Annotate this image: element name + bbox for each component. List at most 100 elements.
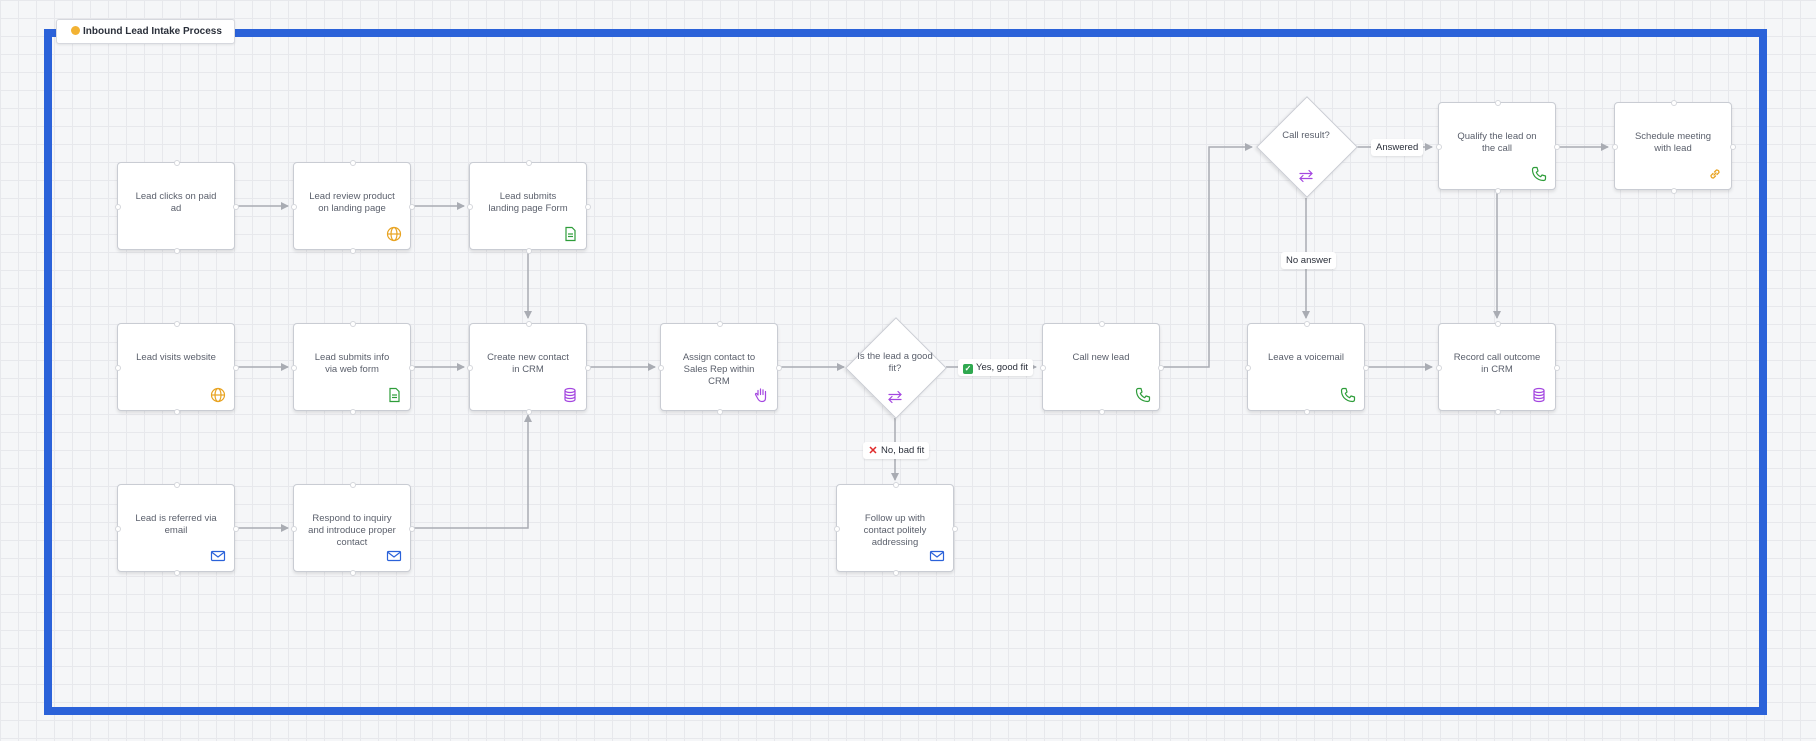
edge-label-text: No, bad fit bbox=[881, 445, 925, 456]
node-lead-visits-website[interactable]: Lead visits website bbox=[115, 321, 239, 415]
connection-port[interactable] bbox=[174, 409, 180, 415]
node-label: Follow up with contact politely addressi… bbox=[863, 513, 927, 548]
connection-port[interactable] bbox=[1099, 409, 1105, 415]
connection-port[interactable] bbox=[1730, 144, 1736, 150]
connection-port[interactable] bbox=[409, 204, 415, 210]
connection-port[interactable] bbox=[585, 204, 591, 210]
connection-port[interactable] bbox=[1495, 188, 1501, 194]
node-record-call-outcome[interactable]: Record call outcome in CRM bbox=[1436, 321, 1560, 415]
document-icon bbox=[386, 387, 402, 403]
connection-port[interactable] bbox=[115, 204, 121, 210]
frame-title[interactable]: Inbound Lead Intake Process bbox=[56, 19, 235, 44]
node-follow-up-contact[interactable]: Follow up with contact politely addressi… bbox=[834, 482, 958, 576]
connection-port[interactable] bbox=[526, 321, 532, 327]
connection-port[interactable] bbox=[350, 160, 356, 166]
mail-icon bbox=[386, 548, 402, 564]
connection-port[interactable] bbox=[174, 248, 180, 254]
connection-port[interactable] bbox=[1436, 144, 1442, 150]
node-schedule-meeting[interactable]: Schedule meeting with lead bbox=[1612, 100, 1736, 194]
connection-port[interactable] bbox=[526, 409, 532, 415]
connection-port[interactable] bbox=[174, 321, 180, 327]
node-label: Lead submits landing page Form bbox=[488, 191, 568, 214]
connection-port[interactable] bbox=[291, 365, 297, 371]
node-label: Lead review product on landing page bbox=[309, 191, 395, 214]
connection-port[interactable] bbox=[350, 321, 356, 327]
edge-n11-d2 bbox=[1160, 143, 1253, 368]
node-label: Lead clicks on paid ad bbox=[135, 191, 217, 214]
connection-port[interactable] bbox=[526, 248, 532, 254]
edge-label-no-answer[interactable]: No answer bbox=[1281, 252, 1337, 269]
node-respond-inquiry[interactable]: Respond to inquiry and introduce proper … bbox=[291, 482, 415, 576]
connection-port[interactable] bbox=[174, 482, 180, 488]
connection-port[interactable] bbox=[1671, 100, 1677, 106]
node-assign-contact[interactable]: Assign contact to Sales Rep within CRM bbox=[658, 321, 782, 415]
connection-port[interactable] bbox=[1436, 365, 1442, 371]
connection-port[interactable] bbox=[1554, 365, 1560, 371]
connection-port[interactable] bbox=[1040, 365, 1046, 371]
connection-port[interactable] bbox=[1245, 365, 1251, 371]
edge-label-answered[interactable]: Answered bbox=[1371, 139, 1424, 156]
node-lead-submits-landing-form[interactable]: Lead submits landing page Form bbox=[467, 160, 591, 254]
node-leave-voicemail[interactable]: Leave a voicemail bbox=[1245, 321, 1369, 415]
node-create-contact-crm[interactable]: Create new contact in CRM bbox=[467, 321, 591, 415]
connection-port[interactable] bbox=[233, 365, 239, 371]
connection-port[interactable] bbox=[893, 570, 899, 576]
node-qualify-lead[interactable]: Qualify the lead on the call bbox=[1436, 100, 1560, 194]
connection-port[interactable] bbox=[1158, 365, 1164, 371]
connection-port[interactable] bbox=[1554, 144, 1560, 150]
node-lead-referred-email[interactable]: Lead is referred via email bbox=[115, 482, 239, 576]
connection-port[interactable] bbox=[174, 160, 180, 166]
connection-port[interactable] bbox=[115, 526, 121, 532]
node-label: Schedule meeting with lead bbox=[1634, 131, 1712, 154]
node-lead-submits-web-form[interactable]: Lead submits info via web form bbox=[291, 321, 415, 415]
connection-port[interactable] bbox=[291, 204, 297, 210]
node-call-new-lead[interactable]: Call new lead bbox=[1040, 321, 1164, 415]
edge-label-no-bad-fit[interactable]: ✕No, bad fit bbox=[863, 442, 930, 459]
decision-good-fit[interactable]: Is the lead a good fit? bbox=[845, 317, 947, 419]
connection-port[interactable] bbox=[409, 526, 415, 532]
connection-port[interactable] bbox=[350, 482, 356, 488]
decision-label: Is the lead a good fit? bbox=[857, 351, 933, 374]
node-label: Assign contact to Sales Rep within CRM bbox=[682, 352, 756, 387]
node-lead-clicks-paid-ad[interactable]: Lead clicks on paid ad bbox=[115, 160, 239, 254]
connection-port[interactable] bbox=[1671, 188, 1677, 194]
connection-port[interactable] bbox=[834, 526, 840, 532]
connection-port[interactable] bbox=[1363, 365, 1369, 371]
connection-port[interactable] bbox=[526, 160, 532, 166]
connection-port[interactable] bbox=[893, 482, 899, 488]
connection-port[interactable] bbox=[1304, 409, 1310, 415]
connection-port[interactable] bbox=[350, 570, 356, 576]
connection-port[interactable] bbox=[409, 365, 415, 371]
connection-port[interactable] bbox=[350, 409, 356, 415]
connection-port[interactable] bbox=[658, 365, 664, 371]
globe-icon bbox=[210, 387, 226, 403]
connection-port[interactable] bbox=[1495, 321, 1501, 327]
connection-port[interactable] bbox=[350, 248, 356, 254]
connection-port[interactable] bbox=[776, 365, 782, 371]
decision-label: Call result? bbox=[1282, 130, 1330, 141]
connection-port[interactable] bbox=[1612, 144, 1618, 150]
connection-port[interactable] bbox=[717, 321, 723, 327]
connection-port[interactable] bbox=[233, 526, 239, 532]
connection-port[interactable] bbox=[174, 570, 180, 576]
edge-label-yes-good-fit[interactable]: ✓Yes, good fit bbox=[958, 359, 1033, 376]
connection-port[interactable] bbox=[1495, 100, 1501, 106]
connection-port[interactable] bbox=[952, 526, 958, 532]
connection-port[interactable] bbox=[467, 204, 473, 210]
connection-port[interactable] bbox=[291, 526, 297, 532]
connection-port[interactable] bbox=[1495, 409, 1501, 415]
node-label: Qualify the lead on the call bbox=[1457, 131, 1537, 154]
connection-port[interactable] bbox=[233, 204, 239, 210]
connection-port[interactable] bbox=[585, 365, 591, 371]
connection-port[interactable] bbox=[1099, 321, 1105, 327]
connection-port[interactable] bbox=[467, 365, 473, 371]
connection-port[interactable] bbox=[115, 365, 121, 371]
hand-icon bbox=[753, 387, 769, 403]
node-label: Call new lead bbox=[1072, 352, 1130, 363]
connection-port[interactable] bbox=[1304, 321, 1310, 327]
node-lead-review-product[interactable]: Lead review product on landing page bbox=[291, 160, 415, 254]
decision-call-result[interactable]: Call result? bbox=[1256, 96, 1358, 198]
connection-port[interactable] bbox=[717, 409, 723, 415]
swap-icon bbox=[887, 389, 903, 405]
